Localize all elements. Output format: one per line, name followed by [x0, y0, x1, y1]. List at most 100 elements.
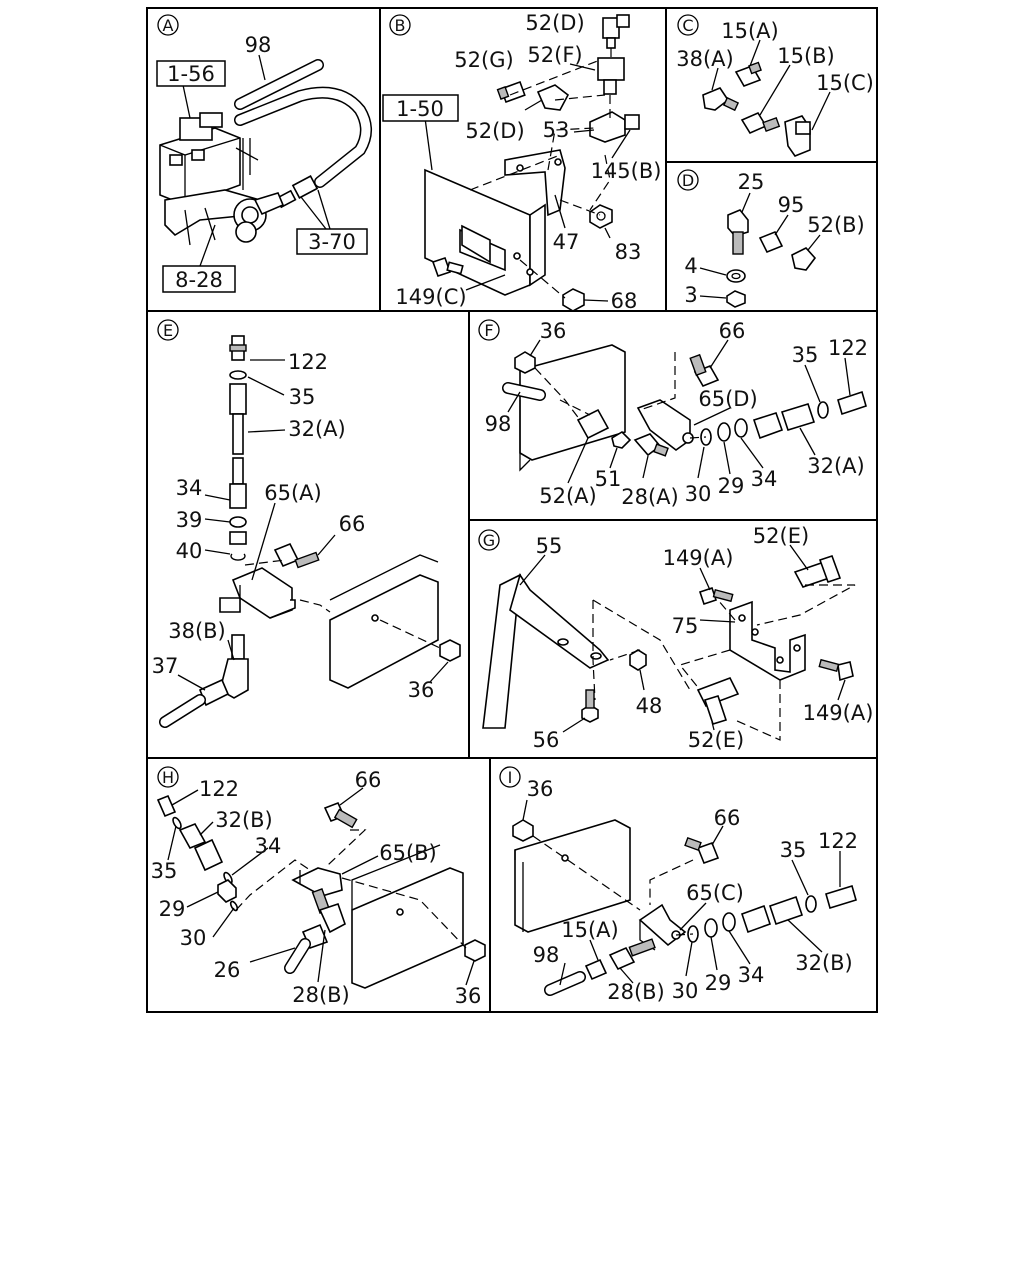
callout-38a: 38(A) [676, 47, 733, 71]
callout-98: 98 [245, 33, 272, 57]
panel-f-letter: F [484, 321, 493, 340]
nut-36-i [512, 819, 534, 842]
callout-4: 4 [684, 254, 697, 278]
callout-52e-top: 52(E) [753, 524, 809, 548]
callout-145b: 145(B) [591, 159, 662, 183]
hose-26 [284, 923, 329, 974]
washer-4 [726, 269, 746, 283]
bracket-65d [636, 399, 694, 451]
panel-h: H [151, 766, 486, 1008]
ring-35 [229, 370, 247, 380]
callout-15b: 15(B) [777, 44, 835, 68]
callout-75: 75 [672, 614, 699, 638]
callout-32a: 32(A) [288, 417, 345, 441]
fitting-15b [740, 111, 781, 135]
callout-149c: 149(C) [395, 285, 466, 309]
hose-37 [159, 678, 230, 728]
callout-29-i: 29 [705, 971, 732, 995]
fitting-38a [702, 87, 740, 112]
bolt-149a-right [818, 658, 854, 682]
callout-29-h: 29 [159, 897, 186, 921]
ring-30-h [229, 900, 239, 912]
callout-34-h: 34 [255, 834, 282, 858]
fitting-52b [791, 247, 817, 271]
callout-95: 95 [778, 193, 805, 217]
panel-e: E [152, 319, 461, 728]
nut-29-h [217, 879, 237, 903]
panel-c-letter: C [682, 16, 693, 35]
ring-39 [229, 516, 247, 528]
callout-30-h: 30 [180, 926, 207, 950]
valve-assembly [159, 112, 285, 246]
tee-52e-bottom [696, 676, 740, 725]
callout-1-50: 1-50 [396, 97, 444, 121]
callout-65a: 65(A) [264, 481, 321, 505]
callout-15c: 15(C) [816, 71, 874, 95]
callout-34-f: 34 [751, 467, 778, 491]
fitting-52g [496, 80, 526, 104]
nut-68 [562, 288, 585, 312]
callout-65b: 65(B) [379, 841, 437, 865]
ring-35-i [805, 895, 817, 913]
frame-rail-h [351, 844, 464, 989]
callout-15a-i: 15(A) [561, 918, 618, 942]
callout-3: 3 [684, 283, 697, 307]
sleeve-52a [576, 408, 610, 440]
callout-30-i: 30 [672, 979, 699, 1003]
elbow-28a [633, 433, 669, 457]
callout-8-28: 8-28 [175, 268, 223, 292]
callout-26: 26 [214, 958, 241, 982]
washers-30-29-34 [700, 418, 748, 446]
callout-47: 47 [553, 230, 580, 254]
callout-52a: 52(A) [539, 484, 596, 508]
callout-56: 56 [533, 728, 560, 752]
callout-36-f: 36 [540, 319, 567, 343]
callout-52d-top: 52(D) [525, 11, 584, 35]
fitting-25 [727, 209, 749, 255]
bracket-75 [729, 600, 806, 681]
panel-a-letter: A [163, 16, 174, 35]
callout-52e-bottom: 52(E) [688, 728, 744, 752]
callout-15a: 15(A) [721, 19, 778, 43]
callout-98-f: 98 [485, 412, 512, 436]
panel-g: G [478, 524, 873, 752]
callout-65c: 65(C) [686, 881, 744, 905]
panel-g-letter: G [483, 531, 495, 550]
nut-36 [439, 639, 461, 662]
callout-122-h: 122 [199, 777, 239, 801]
clip-40 [230, 553, 246, 561]
panel-letter-circle [157, 14, 179, 36]
callout-83: 83 [615, 240, 642, 264]
ring-35-f [817, 401, 829, 419]
panel-frames [146, 7, 878, 1013]
nut-39 [229, 531, 247, 545]
callout-66-h: 66 [355, 768, 382, 792]
nut-3 [726, 290, 746, 308]
washers-30-29-34-i [687, 912, 736, 943]
callout-52d: 52(D) [465, 119, 524, 143]
fitting-122 [229, 335, 247, 361]
callout-40: 40 [176, 539, 203, 563]
panel-h-letter: H [162, 768, 174, 787]
nut-36-h [464, 939, 486, 962]
callout-28b-h: 28(B) [292, 983, 350, 1007]
bolt-66-h [323, 801, 358, 829]
callout-28b-i: 28(B) [607, 980, 665, 1004]
callout-66-i: 66 [714, 806, 741, 830]
callout-52b: 52(B) [807, 213, 865, 237]
callout-32b-h: 32(B) [215, 808, 273, 832]
panel-a: A [156, 14, 372, 293]
callout-36-h: 36 [455, 984, 482, 1008]
panel-d: D 25 95 52(B) 4 3 [677, 169, 865, 308]
frame-rail [329, 554, 439, 689]
callout-29-f: 29 [718, 474, 745, 498]
pipe-98 [234, 59, 324, 110]
callout-51: 51 [595, 467, 622, 491]
callout-122-f: 122 [828, 336, 868, 360]
callout-32b-i: 32(B) [795, 951, 853, 975]
callout-122-i: 122 [818, 829, 858, 853]
panel-d-letter: D [682, 171, 694, 190]
fitting-122-i [825, 884, 857, 910]
callout-52g: 52(G) [454, 48, 513, 72]
